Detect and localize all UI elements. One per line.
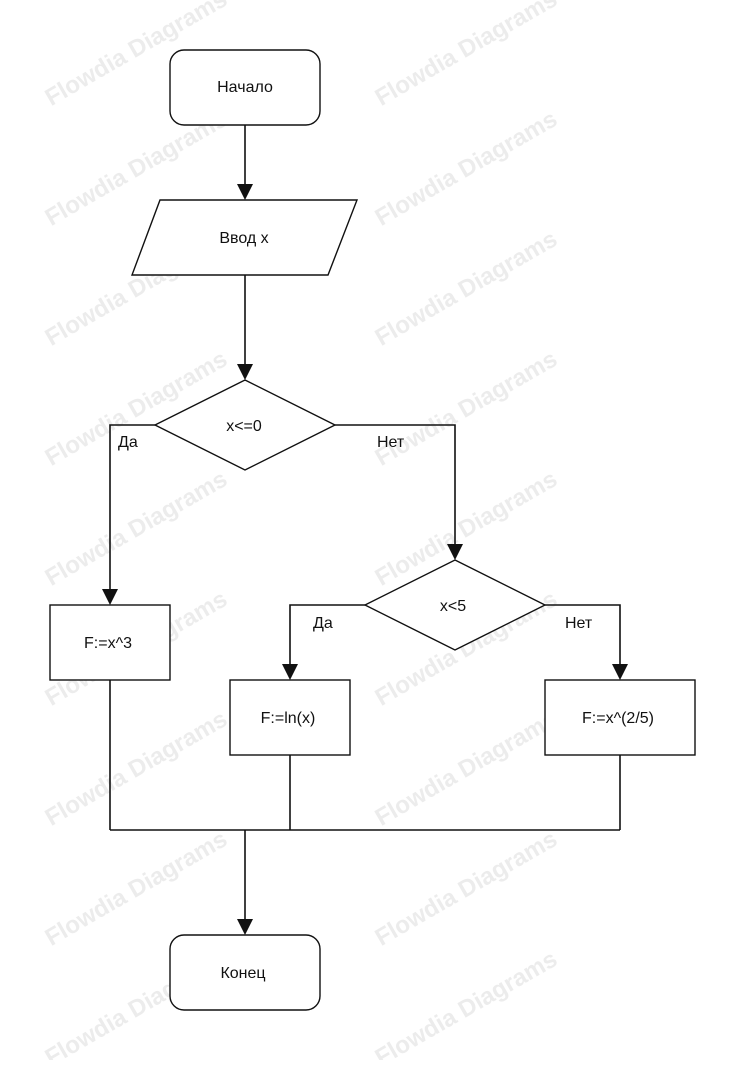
watermark-text: Flowdia Diagrams — [371, 945, 562, 1060]
process-node-pow: F:=x^(2/5) — [544, 679, 696, 756]
arrowhead-icon — [282, 664, 298, 680]
arrowhead-icon — [237, 184, 253, 200]
input-node: Ввод x — [130, 199, 359, 276]
start-label: Начало — [217, 79, 273, 96]
end-label: Конец — [220, 965, 265, 982]
edge-label-cond1-yes: Да — [118, 434, 138, 451]
watermark-text: Flowdia Diagrams — [371, 825, 562, 951]
process-ln-label: F:=ln(x) — [261, 710, 316, 727]
process-cube-label: F:=x^3 — [84, 635, 132, 652]
watermark-text: Flowdia Diagrams — [41, 465, 232, 591]
watermark-layer: Flowdia Diagrams Flowdia Diagrams Flowdi… — [41, 0, 562, 1065]
arrowhead-icon — [237, 364, 253, 380]
arrowhead-icon — [237, 919, 253, 935]
edge-label-cond2-yes: Да — [313, 615, 333, 632]
edges-layer — [102, 125, 628, 935]
watermark-text: Flowdia Diagrams — [41, 825, 232, 951]
arrowhead-icon — [102, 589, 118, 605]
watermark-text: Flowdia Diagrams — [371, 225, 562, 351]
edge-cond2-yes — [289, 604, 365, 666]
edge-cond1-yes — [109, 424, 155, 591]
start-node: Начало — [169, 49, 321, 126]
edge-labels-layer: Да Нет Да Нет — [118, 434, 593, 632]
process-node-cube: F:=x^3 — [49, 604, 171, 681]
input-label: Ввод x — [219, 230, 268, 247]
decision-node-2: x<5 — [363, 559, 547, 651]
nodes-layer: Начало Ввод x x<=0 x<5 F:=x^3 F:=ln(x) — [49, 49, 696, 1011]
arrowhead-icon — [447, 544, 463, 560]
decision-node-1: x<=0 — [153, 379, 337, 471]
end-node: Конец — [169, 934, 321, 1011]
edge-cond2-no — [545, 604, 621, 666]
edge-label-cond2-no: Нет — [565, 615, 593, 632]
decision-1-label: x<=0 — [226, 418, 262, 435]
watermark-text: Flowdia Diagrams — [41, 705, 232, 831]
watermark-text: Flowdia Diagrams — [371, 105, 562, 231]
process-node-ln: F:=ln(x) — [229, 679, 351, 756]
edge-label-cond1-no: Нет — [377, 434, 405, 451]
watermark-text: Flowdia Diagrams — [371, 705, 562, 831]
process-pow-label: F:=x^(2/5) — [582, 710, 654, 727]
watermark-text: Flowdia Diagrams — [371, 0, 562, 112]
watermark-text: Flowdia Diagrams — [371, 345, 562, 471]
edge-cond1-no — [335, 424, 456, 546]
decision-2-label: x<5 — [440, 598, 466, 615]
arrowhead-icon — [612, 664, 628, 680]
